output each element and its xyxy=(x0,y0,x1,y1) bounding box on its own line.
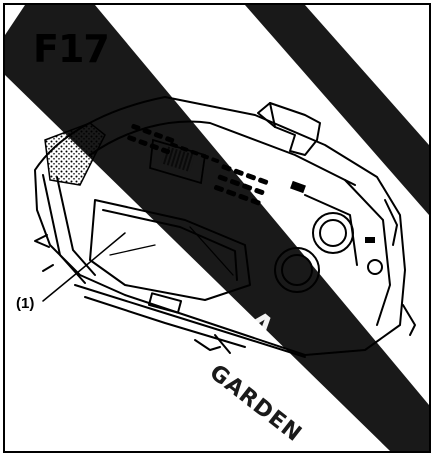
callout-leader xyxy=(42,232,126,302)
figure-label: F17 xyxy=(33,27,110,71)
figure-frame: A GARDEN F17 (1) xyxy=(3,3,431,453)
instrument-panel-recess xyxy=(89,199,251,301)
callout-1: (1) xyxy=(16,295,35,312)
